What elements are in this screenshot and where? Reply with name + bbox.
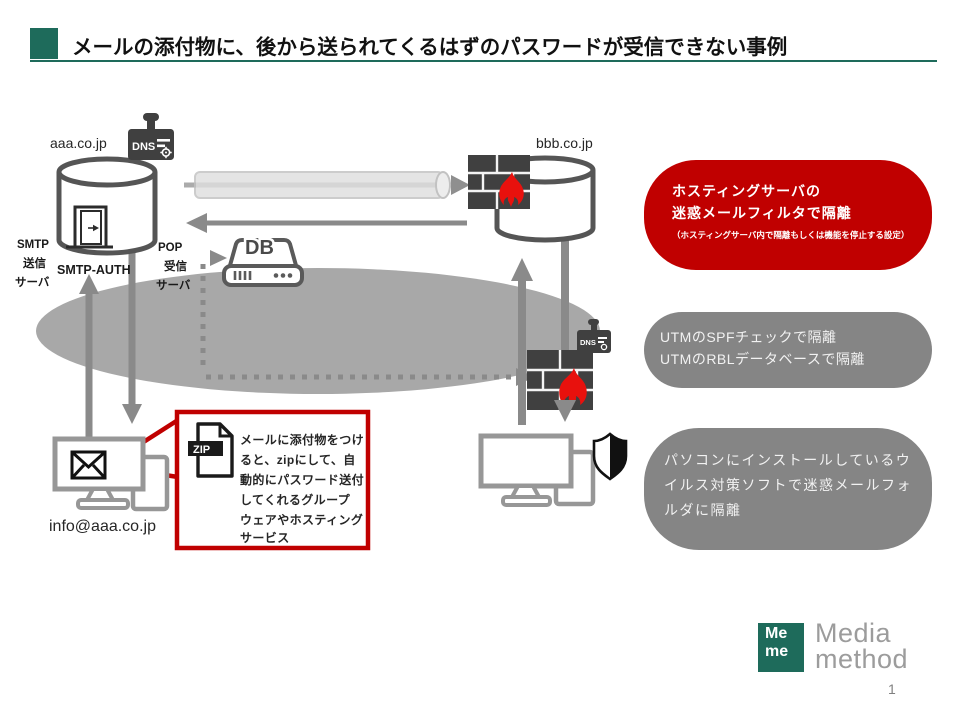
media-method-logo-mark: Me me [758,623,804,672]
door-icon [66,205,113,249]
pop-label-1: POP [158,242,183,254]
flame-icon [499,172,524,207]
note-pc-line-2: イルス対策ソフトで迷惑メールフォ [664,477,912,493]
logo-mark-line-2: me [765,643,789,660]
arrowhead-to-db-icon [210,250,227,266]
callout-text: メールに添付物をつけ ると、zipにして、自 動的にパスワード送付 してくれるグ… [240,432,364,545]
shield-icon [592,432,628,481]
pop-down-arrowhead-icon [122,404,142,424]
zip-file-icon: ZIP [188,422,234,478]
page-number: 1 [888,681,896,697]
receiver-domain-label: bbb.co.jp [536,135,593,151]
media-method-logo-name: Media method [815,618,909,674]
sender-pc-base [76,498,130,510]
receiver-pc-base [501,495,552,507]
deliver-down-arrowhead-icon [554,400,576,422]
utm-dns-badge-label: DNS [580,338,596,347]
utm-flame-icon [559,368,587,408]
callout-line-1: メールに添付物をつけ [240,432,364,447]
receiver-pc [478,433,596,507]
receiver-pc-monitor-icon [478,433,574,489]
envelope-icon [70,450,107,480]
note-utm-line-1: UTMのSPFチェックで隔離 [660,329,837,345]
note-pc-antivirus: パソコンにインストールしているウ イルス対策ソフトで迷惑メールフォ ルダに隔離 [644,428,932,550]
return-arrowhead-icon [186,213,207,233]
smtp-label-3: サーバ [15,276,50,289]
utm-firewall: DNS [527,319,611,422]
note-hosting-line-1: ホスティングサーバの [672,183,822,199]
sender-domain-label: aaa.co.jp [50,135,107,151]
return-arrow [186,213,467,233]
note-utm-line-2: UTMのRBLデータベースで隔離 [660,351,865,367]
page-title: メールの添付物に、後から送られてくるはずのパスワードが受信できない事例 [72,36,788,59]
note-pc-line-3: ルダに隔離 [664,502,742,518]
internet-cloud-ellipse [36,268,600,394]
dns-badge-label: DNS [132,141,155,153]
note-utm-filter: UTMのSPFチェックで隔離 UTMのRBLデータベースで隔離 [644,312,932,388]
dns-icon: DNS [128,113,174,160]
sender-server: aaa.co.jp DNS [15,113,191,292]
smtp-label-1: SMTP [17,239,49,251]
logo-name-line-1: Media [815,618,892,648]
logo-name-line-2: method [815,644,909,674]
title-underline [30,60,937,62]
zip-label: ZIP [193,444,210,456]
utm-dns-icon: DNS [577,319,611,353]
callout-line-5: ウェアやホスティング [240,512,363,527]
note-hosting-line-2: 迷惑メールフィルタで隔離 [672,205,852,221]
db-label: DB [245,237,274,259]
sender-pc [52,436,170,512]
pop-label-2: 受信 [164,259,187,273]
pipe-end-cap [435,171,451,199]
callout-line-3: 動的にパスワード送付 [240,472,364,487]
callout-line-4: してくれるグループ [240,492,351,507]
smtp-up-arrowhead-icon [79,274,99,294]
pipe-arrowhead-icon [451,175,470,195]
db-icon: DB [222,235,304,287]
smtp-label-2: 送信 [22,256,46,270]
callout-line-6: サービス [240,530,290,545]
note-pc-line-1: パソコンにインストールしているウ [664,452,912,468]
sender-server-cylinder-top [56,156,158,188]
sender-arrows [79,250,142,438]
sender-address-label: info@aaa.co.jp [49,518,156,535]
logo-mark-line-1: Me [765,625,788,642]
smtp-auth-label: SMTP-AUTH [57,263,131,277]
callout-line-2: ると、zipにして、自 [240,452,356,467]
receiver-server: bbb.co.jp [468,135,596,243]
note-hosting-filter: ホスティングサーバの 迷惑メールフィルタで隔離 （ホスティングサーバ内で隔離もし… [644,160,932,270]
pipe-tube-icon [194,171,444,199]
receive-up-arrowhead-icon [511,258,533,281]
mail-pipe-arrow [184,171,470,199]
utm-firewall-icon [527,350,593,410]
title-accent-square [30,28,58,59]
pop-label-3: サーバ [156,279,191,292]
note-hosting-note: （ホスティングサーバ内で隔離もしくは機能を停止する設定） [672,230,910,240]
firewall-icon [468,155,530,209]
